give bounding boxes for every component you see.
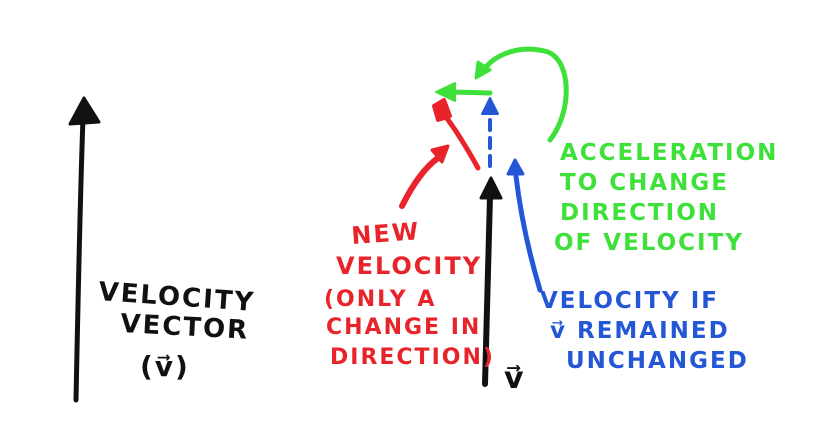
acceleration-pointer-curve: [479, 46, 569, 143]
velocity-vector-shaft: [73, 115, 86, 403]
unchanged-velocity-label-line2: v⃗ REMAINED: [550, 318, 730, 344]
acceleration-label-line3: DIRECTION: [560, 200, 719, 226]
new-velocity-label-line1: NEW: [350, 217, 421, 250]
new-velocity-pointer-head: [430, 144, 450, 164]
velocity-vector-head: [68, 96, 101, 126]
acceleration-pointer: [474, 46, 569, 143]
unchanged-velocity-label: VELOCITY IF v⃗ REMAINED UNCHANGED: [540, 288, 749, 374]
unchanged-velocity-arrow: [481, 97, 499, 168]
unchanged-velocity-pointer: [506, 158, 543, 293]
new-velocity-head: [432, 98, 452, 122]
v-label: v⃗: [504, 361, 526, 396]
new-velocity-label-line3: (ONLY A: [324, 287, 436, 312]
new-velocity-pointer: [399, 144, 450, 209]
acceleration-label-line2: TO CHANGE: [560, 170, 729, 196]
original-velocity-head: [479, 176, 503, 200]
unchanged-velocity-head: [481, 97, 499, 115]
acceleration-shaft: [449, 89, 493, 96]
new-velocity-label-line5: DIRECTION): [330, 345, 495, 370]
acceleration-head: [435, 82, 456, 102]
original-velocity-arrow: [479, 176, 503, 387]
unchanged-velocity-label-line3: UNCHANGED: [566, 348, 749, 374]
unchanged-velocity-pointer-head: [506, 158, 525, 176]
new-velocity-label-line4: CHANGE IN: [326, 315, 481, 340]
velocity-vector-label-line3: (v⃗): [140, 350, 190, 383]
original-velocity-shaft: [482, 193, 493, 387]
new-velocity-shaft: [439, 109, 481, 171]
new-velocity-label-line2: VELOCITY: [336, 252, 482, 280]
new-velocity-label: NEW VELOCITY (ONLY A CHANGE IN DIRECTION…: [324, 217, 495, 370]
unchanged-velocity-label-line1: VELOCITY IF: [540, 288, 719, 314]
acceleration-label-line4: OF VELOCITY: [554, 230, 744, 256]
velocity-vector-arrow: [68, 96, 101, 403]
acceleration-label-line1: ACCELERATION: [560, 140, 778, 166]
new-velocity-arrow: [432, 98, 481, 171]
new-velocity-pointer-curve: [399, 155, 441, 209]
acceleration-label: ACCELERATION TO CHANGE DIRECTION OF VELO…: [554, 140, 778, 256]
velocity-vector-label-line2: VECTOR: [120, 309, 250, 346]
unchanged-velocity-pointer-curve: [513, 173, 543, 293]
acceleration-arrow: [435, 82, 493, 102]
velocity-vector-label: VELOCITY VECTOR (v⃗): [98, 277, 257, 383]
acceleration-pointer-head: [474, 60, 492, 80]
